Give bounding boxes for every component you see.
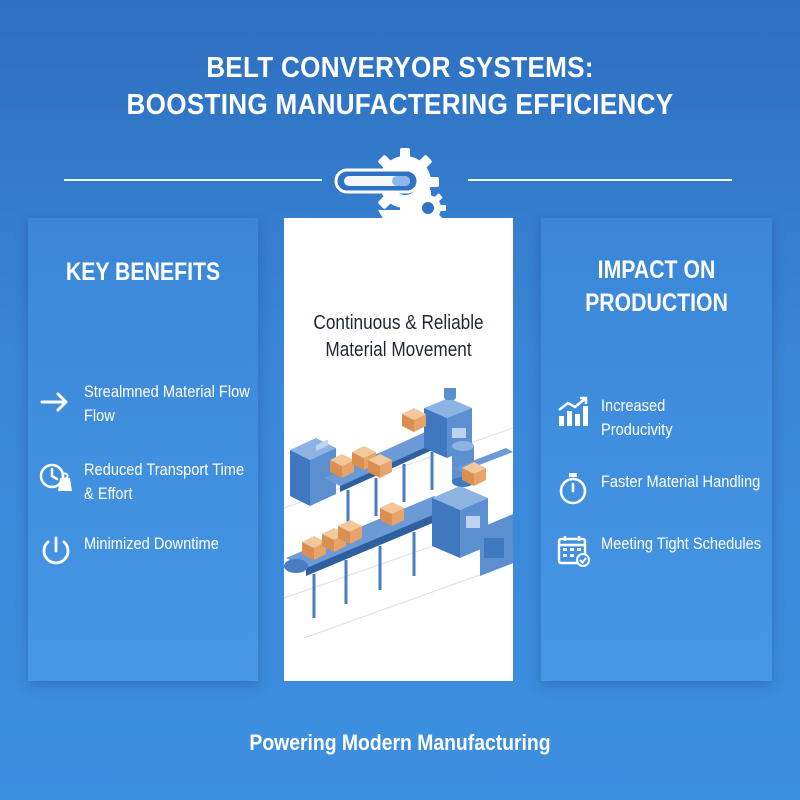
impact-1-line-1: Increased <box>601 396 666 415</box>
impact-panel: IMPACT ON PRODUCTION Increased Producivi… <box>541 218 772 681</box>
benefit-1-line-1: Strealmned Material Flow <box>84 382 250 401</box>
growth-chart-icon <box>558 396 588 426</box>
page-title-line-1: BELT CONVERYOR SYSTEMS: <box>206 52 594 84</box>
benefit-item-1: Strealmned Material Flow Flow <box>38 380 277 428</box>
center-title: Continuous & Reliable Material Movement <box>300 310 497 364</box>
impact-title-line-2: PRODUCTION <box>585 289 728 317</box>
calendar-check-icon <box>557 536 590 567</box>
clock-weight-icon <box>39 463 72 491</box>
middle-machine <box>432 486 488 558</box>
key-benefits-title: KEY BENEFITS <box>65 258 221 286</box>
key-benefits-panel: KEY BENEFITS Strealmned Material Flow Fl… <box>28 218 258 681</box>
divider-right <box>468 179 732 181</box>
benefit-1-line-2: Flow <box>84 406 115 425</box>
stopwatch-icon <box>559 473 587 505</box>
arrow-right-icon <box>40 392 68 412</box>
impact-item-2: Faster Material Handling <box>555 470 786 506</box>
impact-3-line-1: Meeting Tight Schedules <box>601 534 762 553</box>
cardboard-boxes <box>302 408 486 560</box>
impact-item-3: Meeting Tight Schedules <box>555 532 787 568</box>
impact-1-line-2: Producivity <box>601 420 673 439</box>
divider-left <box>64 179 322 181</box>
impact-title: IMPACT ON PRODUCTION <box>558 254 754 320</box>
benefit-item-2: Reduced Transport Time & Effort <box>38 458 270 506</box>
upper-conveyor <box>324 428 450 528</box>
center-title-line-1: Continuous & Reliable <box>313 312 484 334</box>
impact-2-line-1: Faster Material Handling <box>601 472 761 491</box>
conveyor-line-illustration <box>284 388 513 638</box>
left-machine <box>290 438 336 506</box>
benefit-3-line-1: Minimized Downtime <box>84 534 219 553</box>
center-title-line-2: Material Movement <box>325 339 472 361</box>
benefit-2-line-1: Reduced Transport Time <box>84 460 245 479</box>
impact-title-line-1: IMPACT ON <box>597 256 716 284</box>
impact-item-1: Increased Producivity <box>555 394 684 442</box>
page-title-line-2: BOOSTING MANUFACTERING EFFICIENCY <box>126 89 674 121</box>
lower-conveyor <box>284 496 454 618</box>
footer-tagline: Powering Modern Manufacturing <box>249 730 551 755</box>
page-title: BELT CONVERYOR SYSTEMS: BOOSTING MANUFAC… <box>40 50 760 124</box>
benefit-item-3: Minimized Downtime <box>38 532 241 568</box>
center-panel: Continuous & Reliable Material Movement <box>284 218 513 681</box>
benefit-2-line-2: & Effort <box>84 484 133 503</box>
power-icon <box>42 536 70 565</box>
